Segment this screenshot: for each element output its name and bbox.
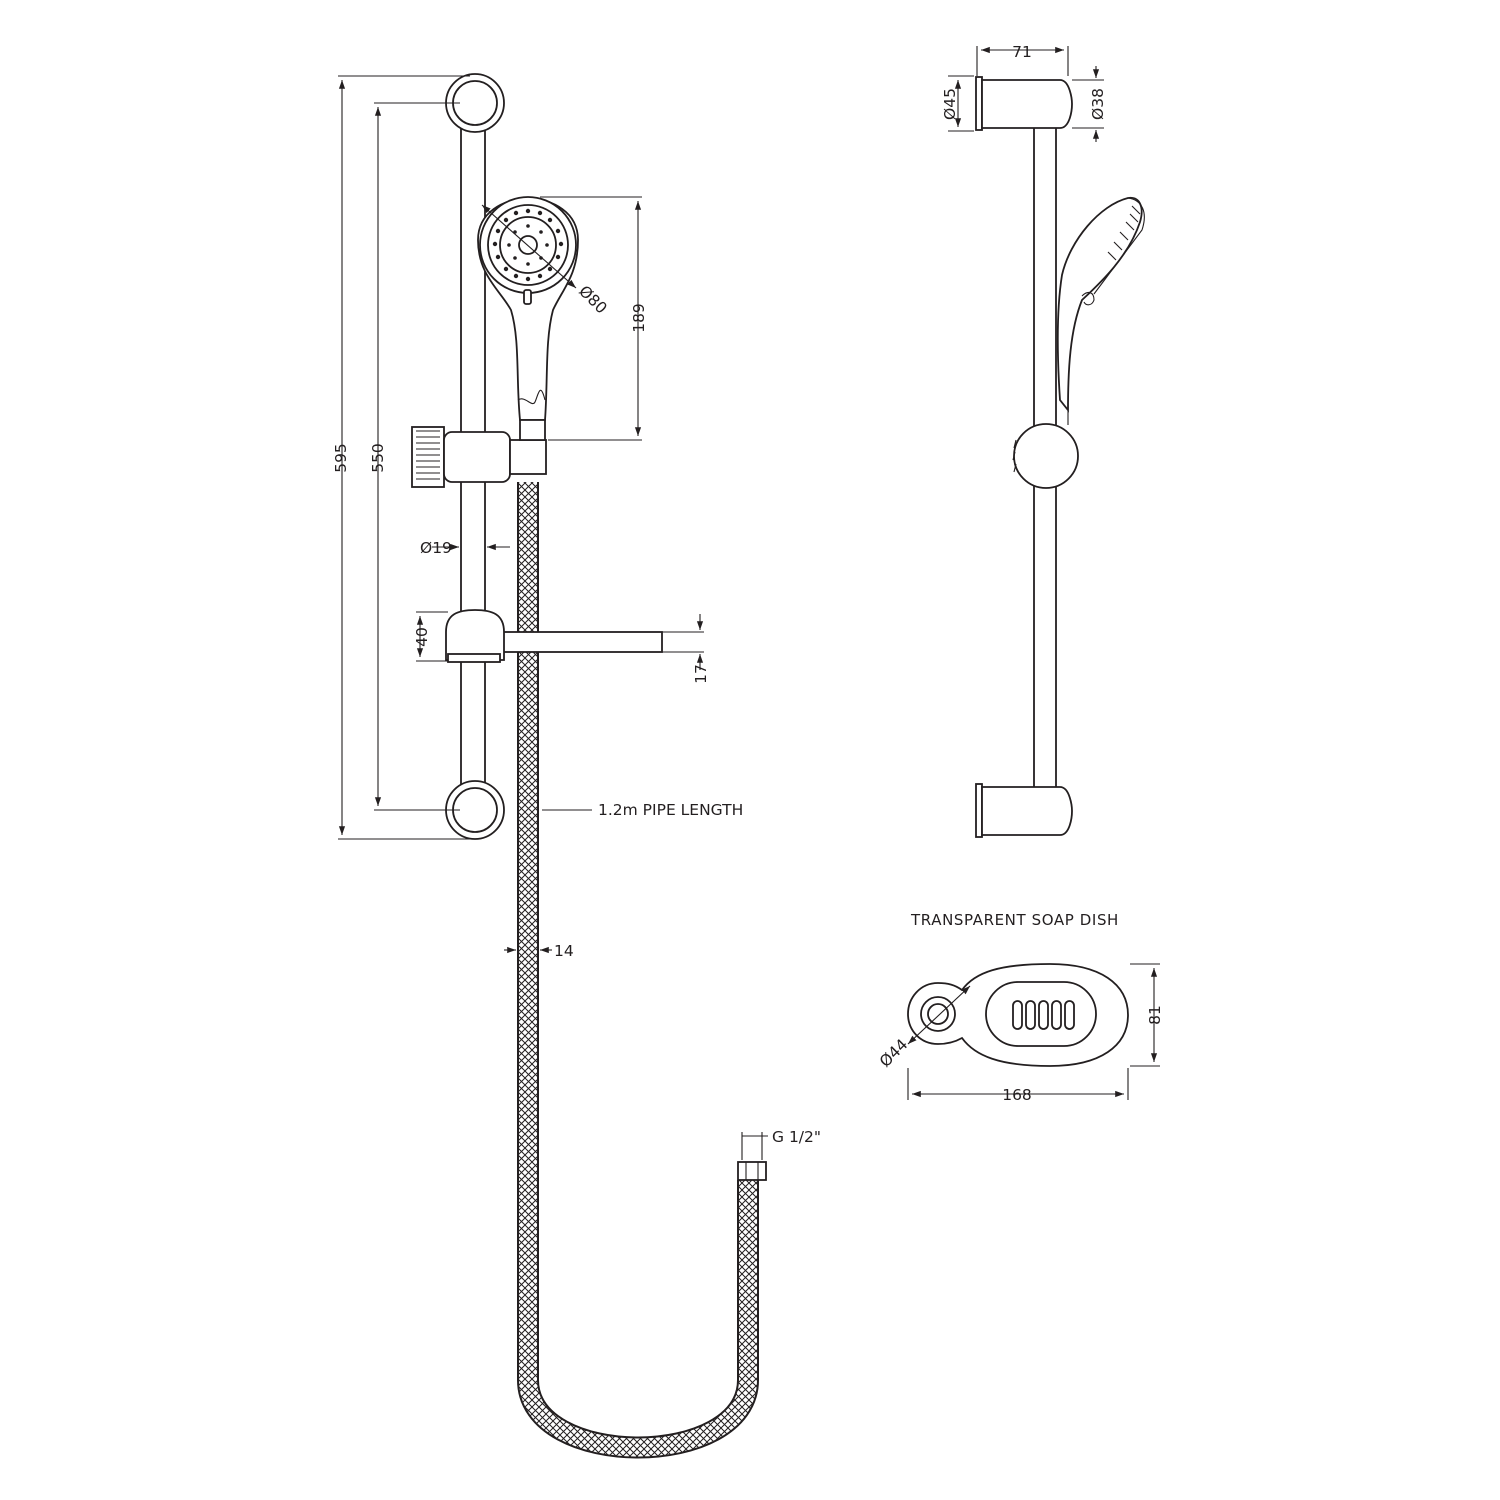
label-hose-diameter: 14	[554, 942, 574, 960]
label-bracket-inner-diameter: Ø38	[1089, 88, 1107, 120]
side-handset	[1056, 196, 1145, 425]
front-view: 595 550 189 Ø80 Ø19	[332, 73, 821, 1459]
dimension-connector-thread: G 1/2"	[741, 1128, 821, 1160]
label-bracket-projection: 71	[1012, 43, 1032, 61]
dimension-bracket-inner-diameter: Ø38	[1072, 66, 1107, 142]
dimension-soap-holder-height: 40	[413, 611, 448, 662]
slider-handset-holder	[411, 426, 547, 488]
side-top-bracket	[975, 76, 1073, 131]
label-connector-thread: G 1/2"	[772, 1128, 821, 1146]
label-pipe-length: 1.2m PIPE LENGTH	[598, 801, 743, 819]
hose-connector-nut	[737, 1161, 767, 1181]
label-rail-overall: 595	[332, 443, 350, 473]
dimension-soap-dish-length: 168	[907, 1068, 1129, 1104]
dimension-bracket-projection: 71	[976, 43, 1069, 76]
side-view: 71 Ø45 Ø38	[941, 43, 1145, 838]
label-handset-diameter: Ø80	[575, 282, 610, 317]
handset	[477, 196, 579, 441]
soap-dish-drain-slots	[1012, 1000, 1075, 1030]
label-rail-centres: 550	[369, 443, 387, 473]
soap-dish-title: TRANSPARENT SOAP DISH	[910, 911, 1119, 929]
dimension-bracket-outer-diameter: Ø45	[941, 75, 974, 132]
dimension-rail-overall: 595	[332, 75, 470, 840]
soap-dish-body	[907, 963, 1129, 1067]
soap-dish-detail: TRANSPARENT SOAP DISH Ø44 168	[876, 911, 1164, 1104]
label-rail-diameter: Ø19	[420, 539, 452, 557]
label-bracket-outer-diameter: Ø45	[941, 88, 959, 120]
label-soap-ring-diameter: Ø44	[876, 1036, 911, 1071]
callout-pipe-length: 1.2m PIPE LENGTH	[542, 801, 743, 819]
label-soap-arm-thickness: 17	[692, 664, 710, 684]
dimension-rail-centres: 550	[369, 102, 460, 811]
dimension-rail-diameter: Ø19	[420, 539, 510, 557]
hose	[517, 482, 759, 1459]
dimension-handset-height: 189	[540, 196, 648, 441]
rail-bottom-bracket	[445, 780, 505, 840]
label-soap-holder-height: 40	[413, 627, 431, 647]
dimension-soap-dish-height: 81	[1130, 963, 1164, 1067]
label-soap-dish-length: 168	[1002, 1086, 1032, 1104]
label-handset-height: 189	[630, 303, 648, 333]
label-soap-dish-height: 81	[1146, 1005, 1164, 1025]
dimension-hose-diameter: 14	[504, 942, 574, 960]
dimension-soap-arm-thickness: 17	[662, 614, 710, 684]
soap-dish-holder	[445, 609, 663, 663]
side-bottom-bracket	[975, 783, 1073, 838]
side-slider-knob	[1012, 423, 1079, 489]
